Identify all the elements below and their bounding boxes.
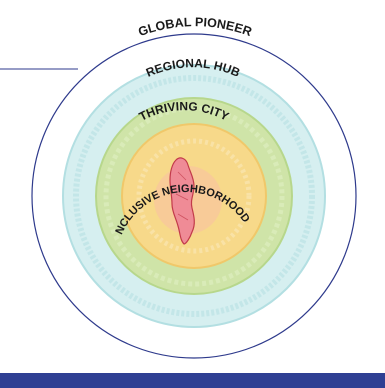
map-detail-icon xyxy=(175,171,189,221)
ring-thriving-texture xyxy=(103,105,285,287)
ring-regional-texture xyxy=(73,75,315,317)
manhattan-island-map-icon xyxy=(169,157,195,245)
ring-inclusive-texture xyxy=(136,138,252,254)
bottom-bar xyxy=(0,373,385,388)
